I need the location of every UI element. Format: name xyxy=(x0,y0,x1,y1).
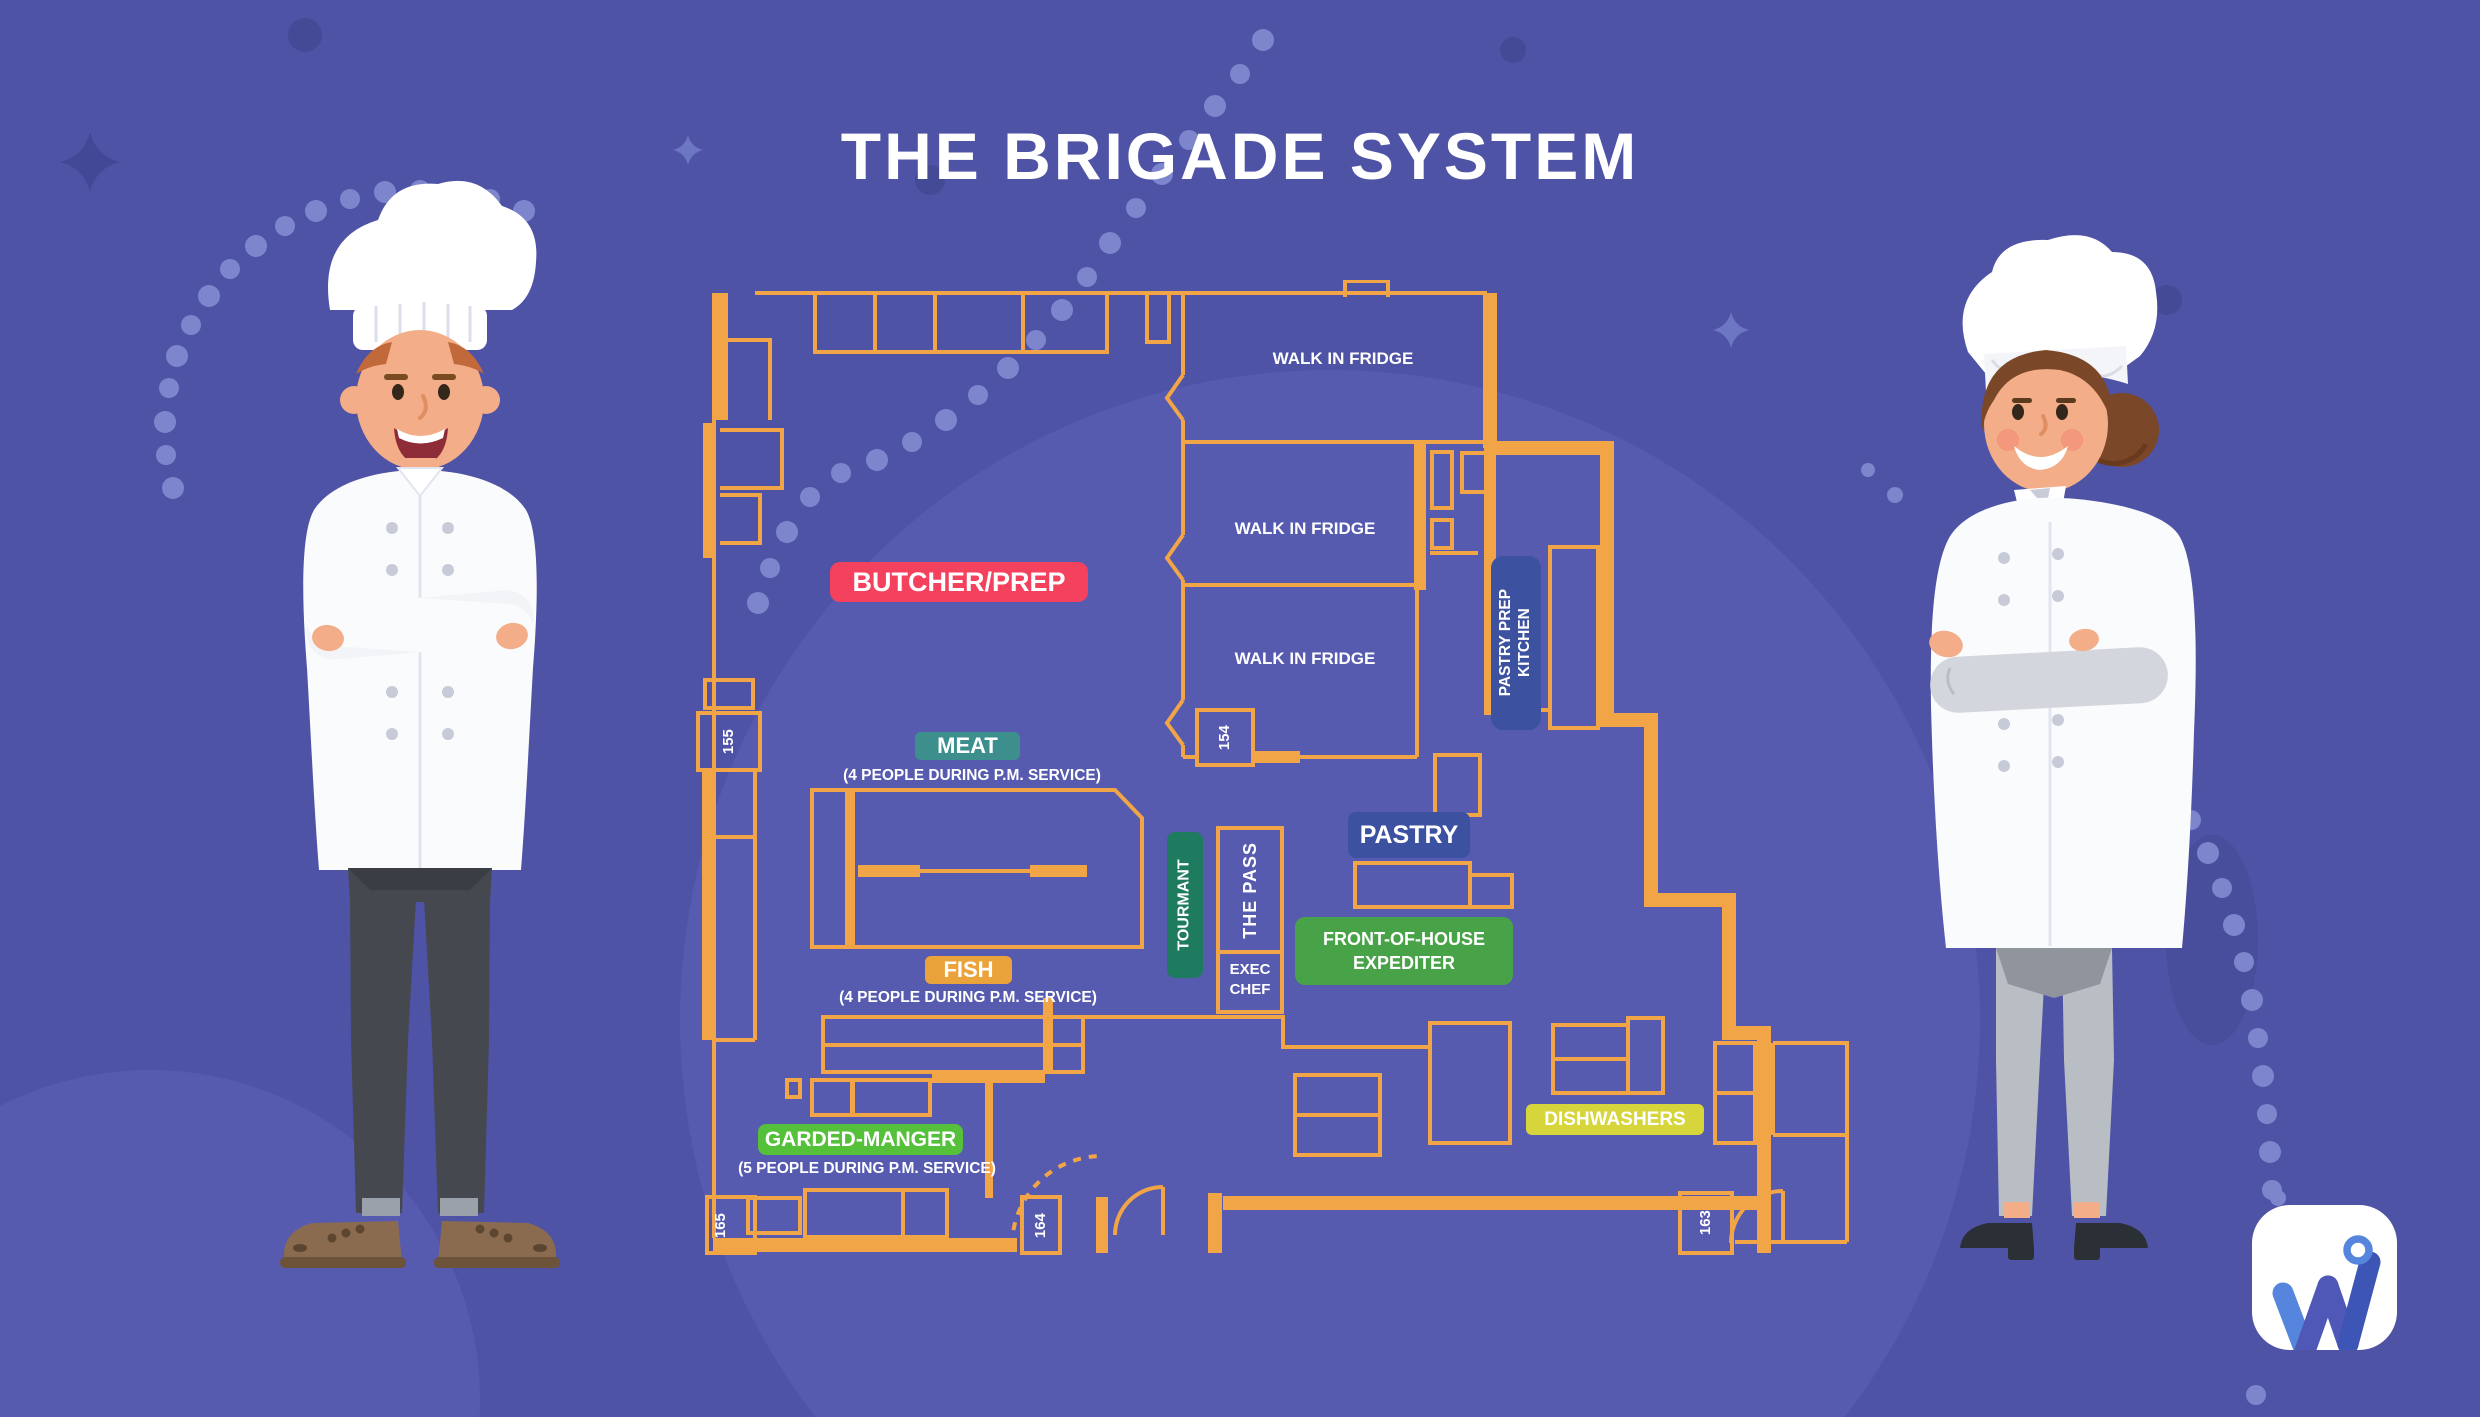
station-badge-garde-manger: GARDED-MANGER xyxy=(758,1124,963,1155)
background-blob xyxy=(680,370,1980,1417)
room-label-exec-chef: EXEC CHEF xyxy=(1218,960,1282,999)
chef-hat-icon xyxy=(1962,235,2158,374)
room-number-155-text: 155 xyxy=(720,728,738,755)
station-badge-meat: MEAT xyxy=(915,732,1020,760)
tourmant-label: TOURMANT xyxy=(1176,859,1193,951)
station-badge-foh-expediter: FRONT-OF-HOUSE EXPEDITER xyxy=(1295,917,1513,985)
station-badge-butcher-prep: BUTCHER/PREP xyxy=(830,562,1088,602)
foh-expediter-line1: FRONT-OF-HOUSE xyxy=(1323,928,1485,949)
dotted-trail-top xyxy=(747,29,1274,614)
room-badge-tourmant: TOURMANT xyxy=(1167,832,1203,978)
pastry-prep-line2: KITCHEN xyxy=(1516,608,1534,678)
sparkles xyxy=(60,132,1749,348)
chef-right-illustration xyxy=(1929,235,2196,1260)
room-number-154: 154 xyxy=(1197,711,1253,765)
exec-chef-line1: EXEC xyxy=(1229,961,1271,978)
room-number-165-text: 165 xyxy=(712,1212,730,1239)
floor-plan xyxy=(696,280,1849,1255)
room-number-165: 165 xyxy=(697,1198,745,1253)
page-title: THE BRIGADE SYSTEM xyxy=(840,119,1640,193)
floor-plan-walls-thick xyxy=(702,293,1771,1253)
background-blob xyxy=(2166,835,2258,1045)
room-label-walk-in-fridge-2: WALK IN FRIDGE xyxy=(1234,519,1376,538)
room-number-164-text: 164 xyxy=(1032,1212,1050,1239)
the-pass-label: THE PASS xyxy=(1239,841,1260,939)
room-number-154-text: 154 xyxy=(1216,725,1234,751)
foh-expediter-line2: EXPEDITER xyxy=(1352,953,1456,973)
door-swing-dashed xyxy=(1010,1154,1103,1247)
chef-hat-icon xyxy=(328,180,537,310)
room-number-163-text: 163 xyxy=(1697,1210,1715,1236)
floor-plan-walls-thin xyxy=(696,280,1849,1255)
room-label-walk-in-fridge-1: WALK IN FRIDGE xyxy=(1272,349,1414,368)
room-badge-pastry: PASTRY xyxy=(1348,812,1470,858)
exec-chef-line2: CHEF xyxy=(1229,980,1271,998)
chef-left-illustration xyxy=(280,180,560,1268)
room-number-163: 163 xyxy=(1680,1194,1732,1252)
dark-dots xyxy=(288,18,2182,315)
station-badge-fish: FISH xyxy=(925,956,1012,984)
w-logo-icon xyxy=(2272,1235,2381,1350)
room-badge-pastry-prep-kitchen: PASTRY PREP KITCHEN xyxy=(1491,556,1541,730)
room-label-walk-in-fridge-3: WALK IN FRIDGE xyxy=(1234,649,1376,668)
brand-logo: W xyxy=(2252,1205,2397,1350)
room-number-164: 164 xyxy=(1022,1198,1060,1253)
station-note-meat: (4 PEOPLE DURING P.M. SERVICE) xyxy=(843,767,1101,784)
station-note-garde-manger: (5 PEOPLE DURING P.M. SERVICE) xyxy=(738,1160,996,1177)
room-label-the-pass: THE PASS xyxy=(1218,828,1282,952)
pastry-prep-line1: PASTRY PREP xyxy=(1497,589,1515,697)
station-note-fish: (4 PEOPLE DURING P.M. SERVICE) xyxy=(839,989,1097,1006)
room-badge-dishwashers: DISHWASHERS xyxy=(1526,1104,1704,1135)
room-number-155: 155 xyxy=(702,714,756,769)
